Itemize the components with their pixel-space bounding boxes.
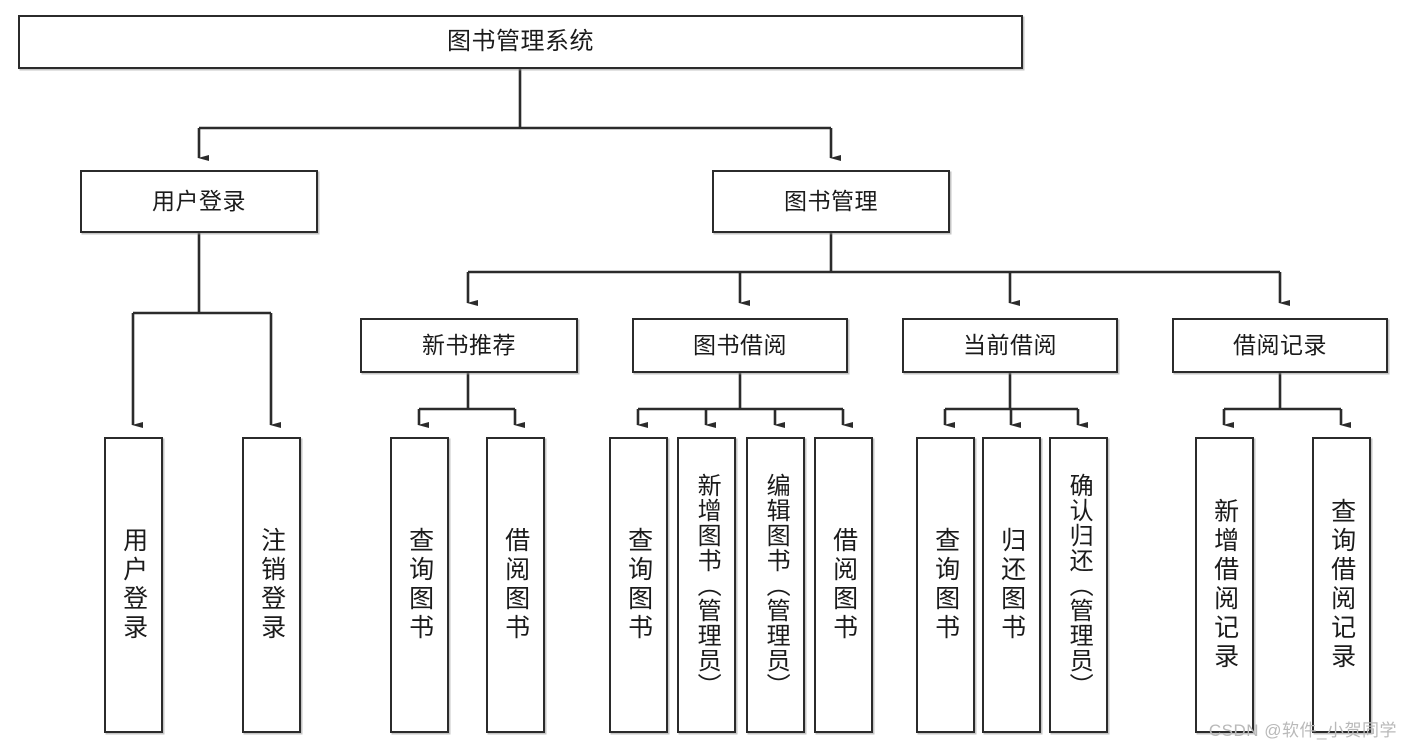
node-label: 借阅图书 <box>829 527 858 643</box>
node-new-book-recommend[interactable]: 新书推荐 <box>360 318 578 373</box>
leaf-borrow-record-query-record[interactable]: 查询借阅记录 <box>1312 437 1371 733</box>
leaf-user-login-login[interactable]: 用户登录 <box>104 437 163 733</box>
node-label: 新增借阅记录 <box>1210 498 1239 672</box>
leaf-new-book-borrow-book[interactable]: 借阅图书 <box>486 437 545 733</box>
node-label: 图书借阅 <box>693 331 787 358</box>
node-book-management-system[interactable]: 图书管理系统 <box>18 15 1023 69</box>
node-label: 注销登录 <box>257 527 286 643</box>
node-label: 确认归还（管理员） <box>1065 472 1093 698</box>
node-label: 借阅记录 <box>1233 331 1327 358</box>
node-book-management[interactable]: 图书管理 <box>712 170 950 233</box>
leaf-current-borrow-return-book[interactable]: 归还图书 <box>982 437 1041 733</box>
node-label: 新增图书（管理员） <box>693 472 721 698</box>
leaf-book-borrow-query-book[interactable]: 查询图书 <box>609 437 668 733</box>
node-label: 查询图书 <box>931 527 960 643</box>
node-book-borrow[interactable]: 图书借阅 <box>632 318 848 373</box>
csdn-watermark: CSDN @软件_小贺同学 <box>1208 721 1397 740</box>
leaf-current-borrow-query-book[interactable]: 查询图书 <box>916 437 975 733</box>
leaf-current-borrow-confirm-return-admin[interactable]: 确认归还（管理员） <box>1049 437 1108 733</box>
node-borrow-record[interactable]: 借阅记录 <box>1172 318 1388 373</box>
leaf-new-book-query-book[interactable]: 查询图书 <box>390 437 449 733</box>
node-label: 查询图书 <box>624 527 653 643</box>
node-label: 用户登录 <box>152 187 246 214</box>
leaf-borrow-record-add-record[interactable]: 新增借阅记录 <box>1195 437 1254 733</box>
node-label: 编辑图书（管理员） <box>762 472 790 698</box>
leaf-book-borrow-edit-book-admin[interactable]: 编辑图书（管理员） <box>746 437 805 733</box>
node-label: 新书推荐 <box>422 331 516 358</box>
leaf-book-borrow-borrow-book[interactable]: 借阅图书 <box>814 437 873 733</box>
node-current-borrow[interactable]: 当前借阅 <box>902 318 1118 373</box>
leaf-book-borrow-add-book-admin[interactable]: 新增图书（管理员） <box>677 437 736 733</box>
node-label: 用户登录 <box>119 527 148 643</box>
node-label: 借阅图书 <box>501 527 530 643</box>
leaf-user-login-logout[interactable]: 注销登录 <box>242 437 301 733</box>
node-label: 图书管理 <box>784 187 878 214</box>
node-label: 查询图书 <box>405 527 434 643</box>
node-user-login[interactable]: 用户登录 <box>80 170 318 233</box>
node-label: 归还图书 <box>997 527 1026 643</box>
node-label: 查询借阅记录 <box>1327 498 1356 672</box>
node-label: 图书管理系统 <box>447 27 594 55</box>
node-label: 当前借阅 <box>963 331 1057 358</box>
